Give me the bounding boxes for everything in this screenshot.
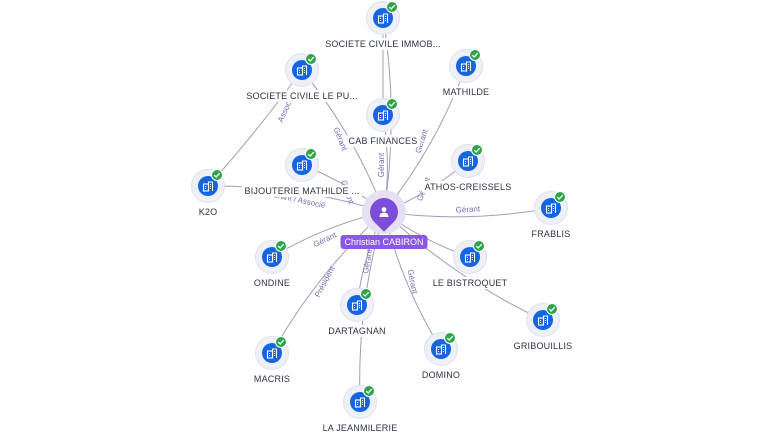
company-label: DARTAGNAN <box>325 325 389 337</box>
check-icon <box>275 240 287 252</box>
check-icon <box>386 98 398 110</box>
company-label: MATHILDE <box>439 86 493 98</box>
company-label: LE BISTROQUET <box>429 277 511 289</box>
building-icon <box>262 343 282 363</box>
company-label: K2O <box>195 206 221 218</box>
check-icon <box>275 336 287 348</box>
edge-label-macris: Président <box>313 264 337 299</box>
company-label: GRIBOUILLIS <box>510 340 576 352</box>
check-icon <box>386 1 398 13</box>
company-label: ATHOS-CREISSELS <box>421 181 515 193</box>
edge-gribouillis <box>383 211 544 321</box>
person-label: Christian CABIRON <box>340 235 428 249</box>
check-icon <box>546 303 558 315</box>
building-icon <box>292 60 312 80</box>
building-icon <box>198 176 218 196</box>
edge-label-cab-finances: Gérant <box>377 152 386 177</box>
building-icon <box>460 247 480 267</box>
company-label: ONDINE <box>250 277 294 289</box>
check-icon <box>444 332 456 344</box>
building-icon <box>458 151 478 171</box>
check-icon <box>360 288 372 300</box>
check-icon <box>211 169 223 181</box>
check-icon <box>473 240 485 252</box>
check-icon <box>305 148 317 160</box>
person-icon <box>370 198 398 226</box>
company-label: CAB FINANCES <box>345 135 421 147</box>
company-label: DOMINO <box>418 369 464 381</box>
company-label: SOCIETE CIVILE LE PU... <box>243 90 361 102</box>
building-icon <box>373 105 393 125</box>
building-icon <box>347 295 367 315</box>
edge-label-domino: Gérant <box>406 269 420 296</box>
building-icon <box>350 392 370 412</box>
building-icon <box>456 56 476 76</box>
company-label: LA JEANMILERIE <box>319 422 401 434</box>
check-icon <box>305 53 317 65</box>
company-label: FRABLIS <box>528 228 574 240</box>
check-icon <box>469 49 481 61</box>
check-icon <box>554 191 566 203</box>
company-label: BIJOUTERIE MATHILDE ... <box>241 185 363 197</box>
company-label: MACRIS <box>250 373 294 385</box>
building-icon <box>431 339 451 359</box>
building-icon <box>541 198 561 218</box>
building-icon <box>373 8 393 28</box>
building-icon <box>292 155 312 175</box>
edge-label-ondine: Gérant <box>312 230 339 249</box>
check-icon <box>471 144 483 156</box>
building-icon <box>533 310 553 330</box>
company-label: SOCIETE CIVILE IMMOB... <box>322 38 444 50</box>
building-icon <box>262 247 282 267</box>
check-icon <box>363 385 375 397</box>
edge-label-frablis: Gérant <box>455 204 481 214</box>
